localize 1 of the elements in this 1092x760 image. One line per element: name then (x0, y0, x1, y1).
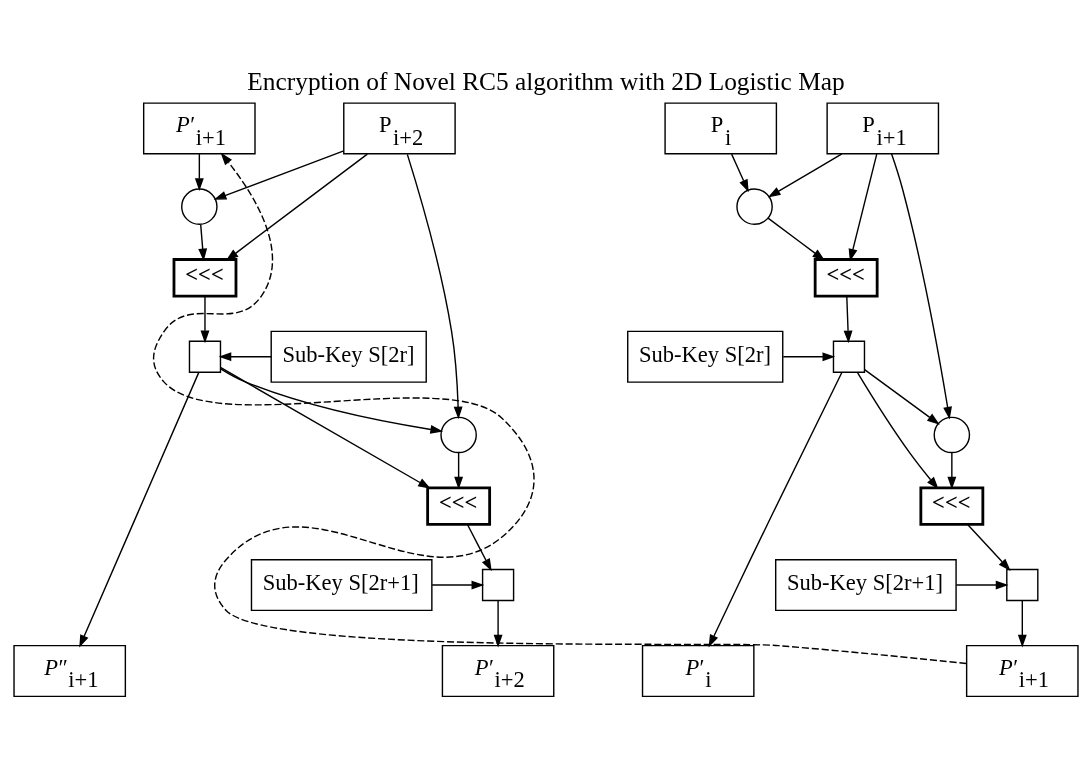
diagram-title: Encryption of Novel RC5 algorithm with 2D Logistic Map (247, 66, 845, 95)
